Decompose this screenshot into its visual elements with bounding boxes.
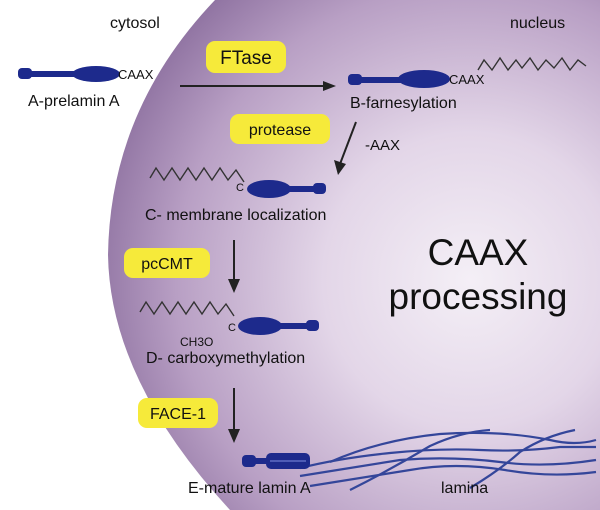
pccmt-label: pcCMT <box>141 256 193 273</box>
center-title-line1: CAAX <box>428 232 529 273</box>
step-c-label: C- membrane localization <box>145 207 326 224</box>
ftase-enzyme-badge <box>206 41 286 73</box>
nucleus-label: nucleus <box>510 15 565 32</box>
arrow-d-to-e <box>228 388 240 443</box>
mature-lamin-a-protein <box>242 453 310 469</box>
face1-label: FACE-1 <box>150 406 206 423</box>
arrow-b-to-c <box>334 121 357 175</box>
pccmt-enzyme-badge <box>124 248 210 278</box>
membrane-protein <box>247 180 326 198</box>
ch3o-label: CH3O <box>180 335 213 349</box>
c-atom-d: C <box>228 322 236 334</box>
prelamin-a-protein <box>18 66 120 82</box>
minus-aax-label: -AAX <box>365 137 400 154</box>
farnesylated-protein <box>348 70 450 88</box>
c-atom-c: C <box>236 182 244 194</box>
caax-tag-b: CAAX <box>449 72 485 87</box>
step-e-label: E-mature lamin A <box>188 480 311 497</box>
arrow-c-to-d <box>228 240 240 293</box>
farnesyl-chain-c <box>149 166 245 183</box>
carboxymethylated-protein <box>238 317 319 335</box>
step-d-label: D- carboxymethylation <box>146 350 305 367</box>
farnesyl-chain-d <box>139 300 235 317</box>
step-a-label: A-prelamin A <box>28 93 120 110</box>
lamina-network <box>299 428 597 491</box>
farnesyl-chain-b <box>477 56 587 72</box>
arrow-a-to-b <box>180 81 336 91</box>
face1-enzyme-badge <box>138 398 218 428</box>
caax-tag-a: CAAX <box>118 67 154 82</box>
protease-enzyme-badge <box>230 114 330 144</box>
center-title-line2: processing <box>389 276 568 317</box>
cytosol-label: cytosol <box>110 15 160 32</box>
ftase-label: FTase <box>220 48 272 69</box>
step-b-label: B-farnesylation <box>350 95 457 112</box>
protease-label: protease <box>249 122 311 139</box>
lamina-label: lamina <box>441 480 488 497</box>
